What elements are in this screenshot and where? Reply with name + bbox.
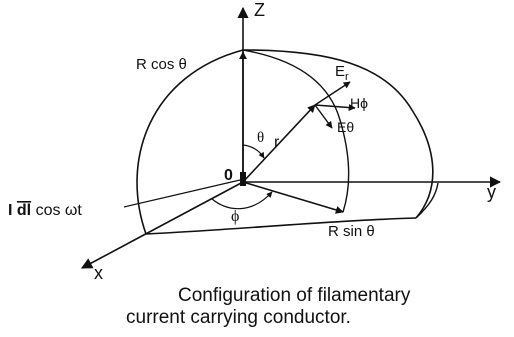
origin-label: 0 — [224, 167, 233, 184]
e-r-label: Er — [335, 63, 349, 83]
r-cos-label: R cos θ — [136, 56, 187, 73]
current-pointer-line — [123, 179, 241, 208]
z-axis-label: Z — [254, 0, 265, 20]
theta-arc — [242, 144, 265, 159]
current-label: I dl cos ωt — [8, 202, 82, 219]
caption-line-1: Configuration of filamentary — [178, 285, 411, 306]
current-element — [240, 172, 246, 186]
e-r-vector — [314, 81, 351, 106]
y-axis-label: y — [487, 182, 496, 202]
phi-arc — [211, 191, 273, 210]
meridian-arc-inner — [242, 49, 350, 213]
equator-back-arc — [415, 182, 439, 219]
equator-front-arc — [145, 217, 417, 235]
r-sin-label: R sin θ — [328, 223, 375, 240]
x-axis — [81, 181, 244, 269]
r-vector — [242, 104, 316, 183]
phi-label: ϕ — [231, 208, 239, 225]
meridian-arc-right — [242, 49, 434, 219]
h-phi-label: Hϕ — [350, 95, 368, 111]
x-axis-label: x — [94, 263, 103, 283]
e-theta-label: Eθ — [337, 119, 354, 135]
theta-label: θ — [257, 130, 264, 146]
meridian-arc-left — [136, 49, 244, 235]
r-sin-projection — [242, 181, 344, 214]
r-label: r — [274, 134, 280, 151]
h-phi-vector — [314, 104, 356, 112]
caption-line-2: current carrying conductor. — [126, 307, 351, 328]
e-theta-vector — [314, 104, 333, 129]
